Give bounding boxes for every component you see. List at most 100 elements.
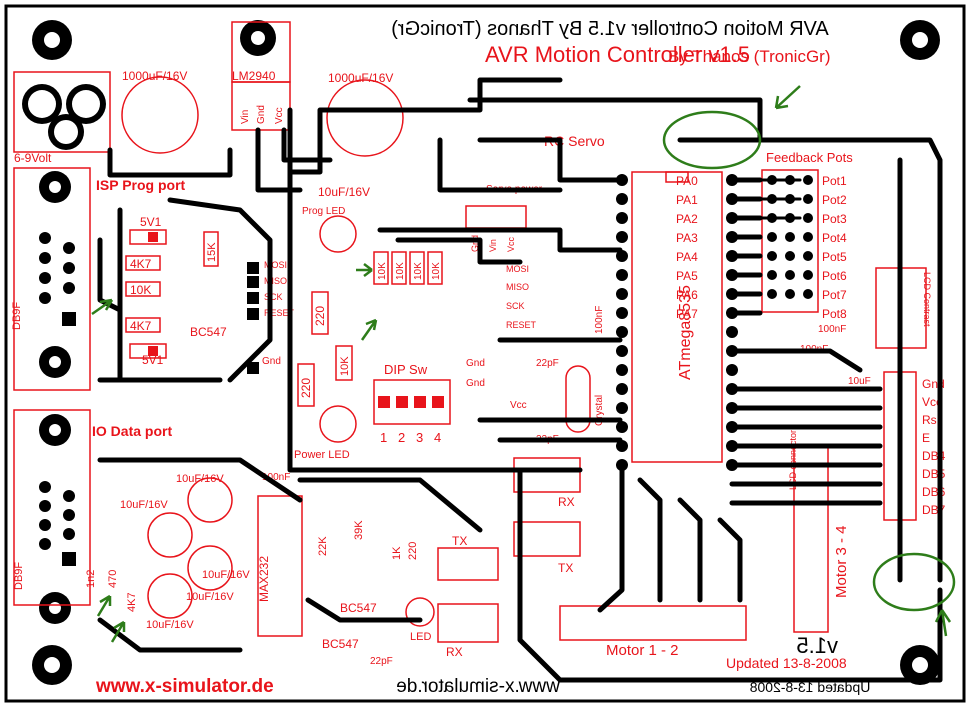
- svg-text:RESET: RESET: [264, 308, 295, 318]
- svg-text:4: 4: [434, 430, 441, 445]
- reg-vcc-label: Vcc: [274, 107, 285, 124]
- max232-label: MAX232: [257, 556, 271, 602]
- feedback-header: [761, 169, 819, 313]
- dip-switches: 1 2 3 4: [378, 396, 444, 445]
- io-led-label: LED: [410, 631, 431, 643]
- cap-1000uf-a-label: 1000uF/16V: [122, 69, 187, 83]
- svg-text:PA5: PA5: [676, 269, 698, 283]
- isp-r2-label: 10K: [130, 283, 151, 297]
- servo-pin-vcc: Vcc: [506, 236, 516, 252]
- io-r8-label: 220: [407, 542, 419, 560]
- io-r6-label: 22K: [317, 536, 329, 556]
- io-db9-outline: [13, 409, 91, 606]
- rx-label: RX: [558, 495, 575, 509]
- power-jack-outline: [13, 71, 111, 153]
- isp-transistor-label: BC547: [190, 325, 227, 339]
- cap-1000uf-b-label: 1000uF/16V: [328, 71, 393, 85]
- dip-switch-body: [373, 379, 451, 425]
- svg-text:10K: 10K: [377, 262, 388, 280]
- power-input-label: 6-9Volt: [14, 151, 52, 165]
- svg-text:PA3: PA3: [676, 231, 698, 245]
- io-r7-label: 1K: [391, 546, 403, 560]
- prog-led-label: Prog LED: [302, 206, 345, 217]
- r10k-label: 10K: [339, 356, 351, 376]
- io-cap100-label: 100nF: [262, 472, 290, 483]
- isp-db9-outline: [13, 167, 91, 391]
- regulator-body: [231, 81, 291, 131]
- svg-text:SCK: SCK: [264, 292, 283, 302]
- crystal-cap100: 100nF: [594, 306, 605, 334]
- cap-1000uf-a: [121, 76, 199, 154]
- io-cap5-label: 10uF/16V: [146, 619, 194, 631]
- mirror-version-label: v1.5: [796, 633, 838, 658]
- reg-gnd-label: Gnd: [256, 105, 267, 124]
- dip-label: DIP Sw: [384, 362, 428, 377]
- mirror-website-label: www.x-simulator.de: [396, 676, 561, 697]
- svg-text:Pot4: Pot4: [822, 231, 847, 245]
- copper-traces: [97, 77, 943, 683]
- svg-text:10K: 10K: [431, 262, 442, 280]
- svg-text:PA6: PA6: [676, 288, 698, 302]
- mounting-holes: [32, 20, 940, 685]
- cap-10uf-power-label: 10uF/16V: [318, 185, 370, 199]
- feedback-pins: [767, 175, 813, 299]
- svg-text:Pot2: Pot2: [822, 193, 847, 207]
- servo-pin-gnd: Gnd: [470, 235, 480, 252]
- svg-text:Rs: Rs: [922, 413, 937, 427]
- io-t2-label: BC547: [322, 637, 359, 651]
- svg-text:SCK: SCK: [506, 301, 525, 311]
- svg-text:3: 3: [416, 430, 423, 445]
- right-pin-labels: MOSI MISO SCK RESET: [506, 264, 537, 330]
- svg-text:2: 2: [398, 430, 405, 445]
- dip-resistors: 10K 10K 10K 10K: [373, 251, 443, 285]
- servo-pin-vin: Vin: [488, 239, 498, 252]
- svg-text:MISO: MISO: [264, 276, 287, 286]
- crystal-vcc: Vcc: [510, 400, 527, 411]
- io-cap3-label: 10uF/16V: [202, 569, 250, 581]
- isp-zener1-label: 5V1: [140, 215, 162, 229]
- isp-db9-pins: [39, 232, 76, 326]
- lcd-cap100a: 100nF: [818, 324, 846, 335]
- crystal-gnd2: Gnd: [466, 378, 485, 389]
- pot-labels: Pot1 Pot2 Pot3 Pot4 Pot5 Pot6 Pot7 Pot8: [822, 174, 847, 321]
- svg-text:1: 1: [380, 430, 387, 445]
- max232-outline: [257, 495, 303, 637]
- isp-title: ISP Prog port: [96, 177, 186, 193]
- svg-text:Pot3: Pot3: [822, 212, 847, 226]
- io-r3-label: 4K7: [126, 592, 138, 612]
- tx-label: TX: [558, 561, 573, 575]
- lcd-contrast-label: LCD Contrast: [922, 272, 932, 327]
- svg-text:Pot6: Pot6: [822, 269, 847, 283]
- svg-text:MISO: MISO: [506, 282, 529, 292]
- io-cap4-label: 10uF/16V: [186, 591, 234, 603]
- motor34-label: Motor 3 - 4: [833, 525, 850, 598]
- motor34-connector: [793, 445, 829, 633]
- updated-label: Updated 13-8-2008: [726, 655, 847, 671]
- io-db9-pins: [39, 481, 76, 566]
- r220-a-label: 220: [313, 306, 327, 326]
- lcd-cap10: 10uF: [848, 376, 871, 387]
- cap-1000uf-b: [326, 79, 404, 157]
- svg-text:PA7: PA7: [676, 307, 698, 321]
- svg-text:PA2: PA2: [676, 212, 698, 226]
- board-title: AVR Motion Controller v1.5: [485, 42, 750, 67]
- reg-vin-label: Vin: [240, 110, 251, 124]
- svg-text:PA0: PA0: [676, 174, 698, 188]
- crystal-cap1: 22pF: [536, 358, 559, 369]
- io-cap1-label: 10uF/16V: [176, 473, 224, 485]
- io-cap22-label: 22pF: [370, 656, 393, 667]
- mirror-updated-label: Updated 13-8-2008: [749, 679, 870, 695]
- svg-text:Pot5: Pot5: [822, 250, 847, 264]
- mirror-title: AVR Motion Controller v1.5 By Thanos (Tr…: [391, 18, 829, 40]
- svg-text:Vcc: Vcc: [922, 395, 942, 409]
- lcd-connector-label: LCD connector: [788, 430, 798, 490]
- motor12-label: Motor 1 - 2: [606, 642, 679, 659]
- port-labels: PA0 PA1 PA2 PA3 PA4 PA5 PA6 PA7: [676, 174, 698, 321]
- svg-text:Pot1: Pot1: [822, 174, 847, 188]
- crystal-gnd1: Gnd: [466, 358, 485, 369]
- power-led-label: Power LED: [294, 449, 350, 461]
- green-annotations: [91, 85, 956, 643]
- feedback-label: Feedback Pots: [766, 150, 853, 165]
- isp-pin-labels: MOSI MISO SCK RESET: [247, 260, 295, 320]
- mcu-label: ATmega8535: [677, 285, 694, 380]
